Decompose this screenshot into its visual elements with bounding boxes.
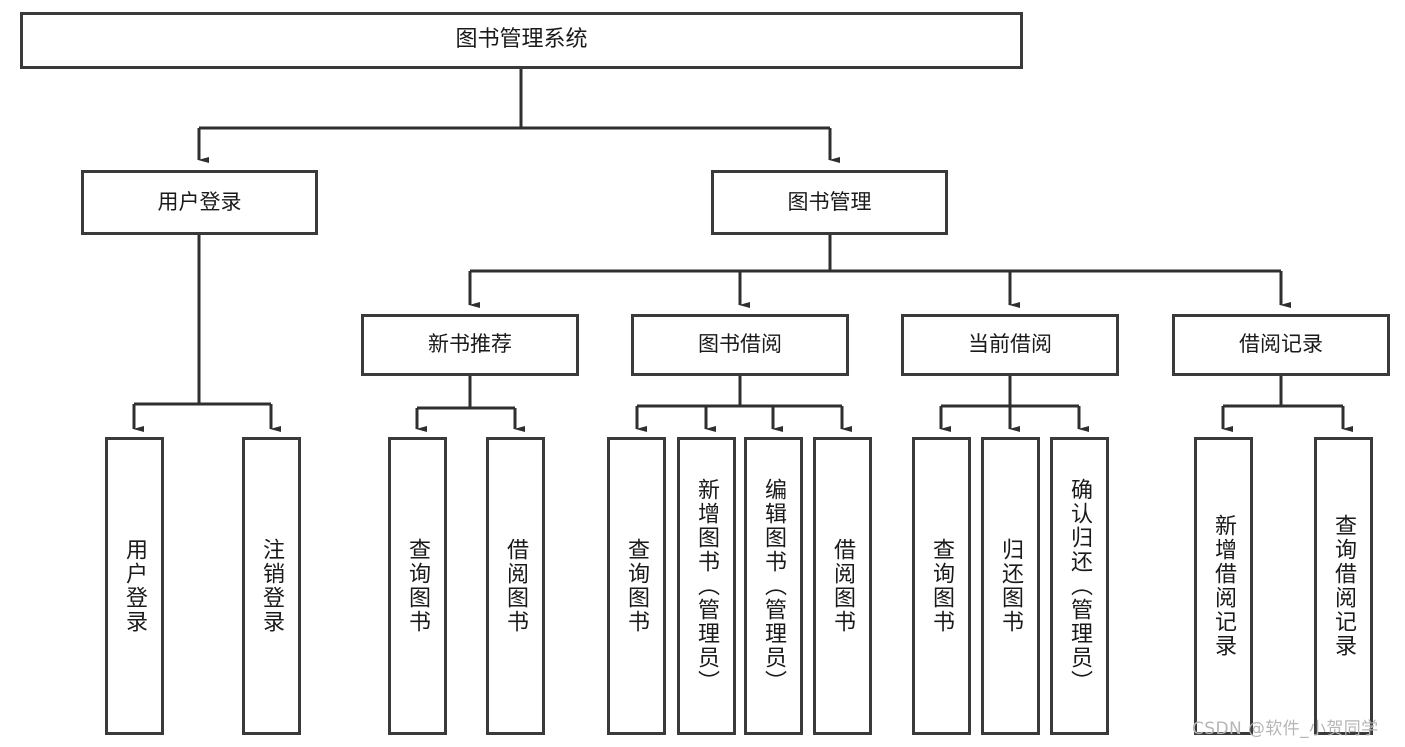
- leaf-user-logout-label: 注销登录: [259, 538, 285, 634]
- node-borrow-record[interactable]: 借阅记录: [1172, 314, 1390, 376]
- leaf-current-query-book[interactable]: 查询图书: [912, 437, 971, 735]
- leaf-borrow-query-book[interactable]: 查询图书: [607, 437, 666, 735]
- node-new-book-recommend-label: 新书推荐: [428, 332, 512, 357]
- leaf-borrow-edit-book[interactable]: 编辑图书（管理员）: [744, 437, 803, 735]
- leaf-borrow-edit-book-label: 编辑图书（管理员）: [761, 478, 787, 694]
- leaf-recommend-borrow-book-label: 借阅图书: [503, 538, 529, 634]
- leaf-current-confirm-return[interactable]: 确认归还（管理员）: [1050, 437, 1109, 735]
- leaf-current-return-book[interactable]: 归还图书: [981, 437, 1040, 735]
- leaf-borrow-borrow-book-label: 借阅图书: [830, 538, 856, 634]
- leaf-recommend-borrow-book[interactable]: 借阅图书: [486, 437, 545, 735]
- node-root-label: 图书管理系统: [455, 27, 588, 53]
- node-root[interactable]: 图书管理系统: [20, 12, 1023, 69]
- node-current-borrow[interactable]: 当前借阅: [901, 314, 1119, 376]
- leaf-record-query-record[interactable]: 查询借阅记录: [1314, 437, 1373, 735]
- node-borrow-record-label: 借阅记录: [1239, 332, 1323, 357]
- node-book-borrow-label: 图书借阅: [698, 332, 782, 357]
- leaf-borrow-add-book-label: 新增图书（管理员）: [694, 478, 720, 694]
- leaf-user-login-label: 用户登录: [122, 538, 148, 634]
- leaf-record-query-record-label: 查询借阅记录: [1331, 514, 1357, 658]
- leaf-record-add-record-label: 新增借阅记录: [1211, 514, 1237, 658]
- leaf-borrow-add-book[interactable]: 新增图书（管理员）: [677, 437, 736, 735]
- node-book-borrow[interactable]: 图书借阅: [631, 314, 849, 376]
- node-user-login[interactable]: 用户登录: [81, 170, 318, 235]
- leaf-current-confirm-return-label: 确认归还（管理员）: [1067, 478, 1093, 694]
- node-current-borrow-label: 当前借阅: [968, 332, 1052, 357]
- node-book-management[interactable]: 图书管理: [711, 170, 948, 235]
- leaf-user-logout[interactable]: 注销登录: [242, 437, 301, 735]
- leaf-current-query-book-label: 查询图书: [929, 538, 955, 634]
- leaf-current-return-book-label: 归还图书: [998, 538, 1024, 634]
- leaf-user-login[interactable]: 用户登录: [105, 437, 164, 735]
- node-new-book-recommend[interactable]: 新书推荐: [361, 314, 579, 376]
- leaf-recommend-query-book-label: 查询图书: [405, 538, 431, 634]
- leaf-borrow-borrow-book[interactable]: 借阅图书: [813, 437, 872, 735]
- leaf-borrow-query-book-label: 查询图书: [624, 538, 650, 634]
- leaf-recommend-query-book[interactable]: 查询图书: [388, 437, 447, 735]
- leaf-record-add-record[interactable]: 新增借阅记录: [1194, 437, 1253, 735]
- node-book-management-label: 图书管理: [787, 189, 872, 214]
- node-user-login-label: 用户登录: [157, 189, 242, 214]
- watermark: CSDN @软件_小贺同学: [1192, 719, 1379, 739]
